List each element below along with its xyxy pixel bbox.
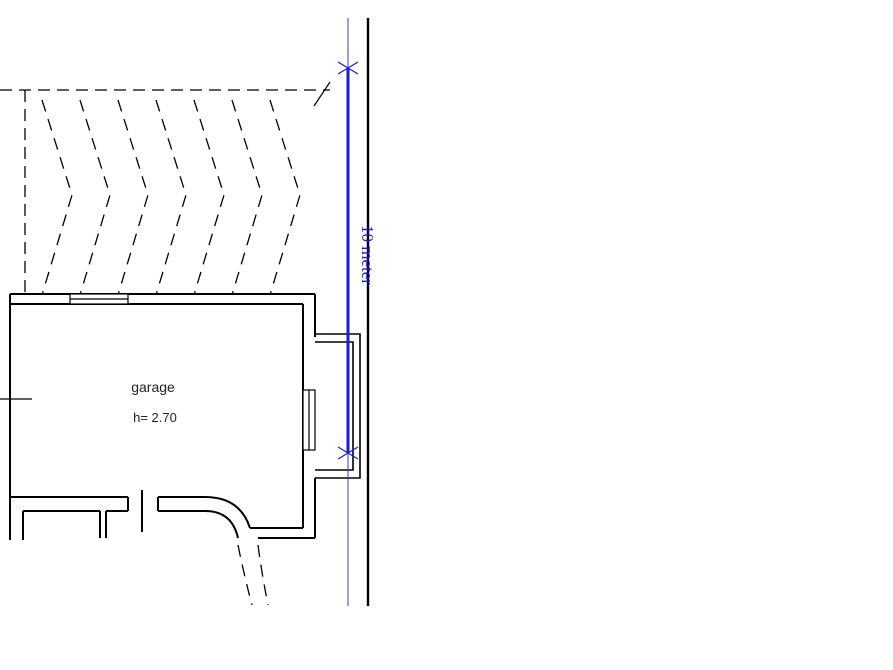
wall-curve-inner <box>204 510 239 539</box>
slope-line <box>41 99 73 296</box>
dimension-label: 10 meter <box>358 225 377 285</box>
roof-corner-tick <box>313 81 331 107</box>
path-edge <box>257 544 269 606</box>
roof-outline <box>0 89 330 295</box>
slope-line <box>79 99 111 296</box>
dimension-ticks <box>337 61 359 460</box>
room-height-label: h= 2.70 <box>133 410 177 425</box>
bay-inner <box>315 341 354 471</box>
dimension-tick-bottom <box>337 446 359 460</box>
right-bay <box>315 333 361 479</box>
slope-line <box>269 99 301 296</box>
room-name-label: garage <box>131 379 175 395</box>
slope-line <box>193 99 225 296</box>
path-outline <box>237 544 269 606</box>
dimension-tick-top <box>337 61 359 75</box>
slope-line <box>117 99 149 296</box>
path-edge <box>237 544 253 606</box>
bay-outer <box>315 333 361 479</box>
slope-hatch <box>41 99 301 296</box>
top-window <box>69 293 129 305</box>
wall-curve-outer <box>204 496 251 529</box>
side-window <box>302 389 316 451</box>
slope-line <box>231 99 263 296</box>
slope-line <box>155 99 187 296</box>
